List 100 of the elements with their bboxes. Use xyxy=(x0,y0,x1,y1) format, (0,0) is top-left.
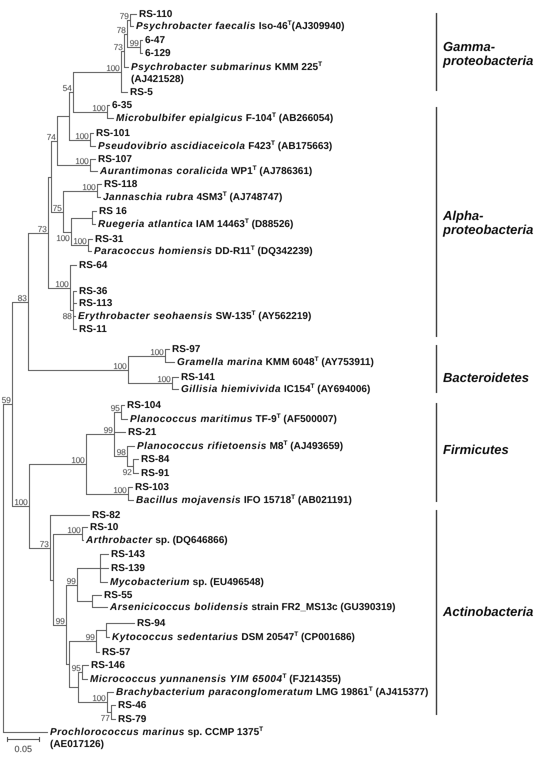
branch-line xyxy=(28,370,128,371)
branch-line xyxy=(166,362,176,363)
bootstrap-value: 99 xyxy=(104,426,112,434)
branch-line xyxy=(74,112,108,113)
branch-line xyxy=(92,224,96,225)
bootstrap-value: 74 xyxy=(46,132,56,140)
branch-line xyxy=(64,191,98,192)
branch-line xyxy=(70,641,96,642)
taxon-label: Jannaschia rubra 4SM3$^{T}$ (AJ748747) xyxy=(101,192,282,204)
branch-line xyxy=(82,665,90,666)
scale-label: 0.05 xyxy=(14,744,32,754)
taxon-label: RS 16 xyxy=(97,206,127,218)
clade-line xyxy=(3,404,4,733)
bootstrap-value: 77 xyxy=(100,714,110,722)
branch-line xyxy=(74,303,78,304)
branch-line xyxy=(122,419,128,420)
branch-line xyxy=(74,316,76,317)
clade-line xyxy=(78,672,79,703)
branch-line xyxy=(70,310,74,311)
branch-line xyxy=(82,679,88,680)
taxon-label: RS-84 xyxy=(139,454,170,466)
branch-line xyxy=(128,500,134,501)
taxon-label: Planococcus maritimus TF-9$^{T}$ (AF500007) xyxy=(128,414,337,426)
branch-line xyxy=(96,652,100,653)
branch-line xyxy=(66,664,70,665)
group-label: Gamma- proteobacteria xyxy=(443,40,534,68)
branch-line xyxy=(86,494,128,495)
branch-line xyxy=(28,233,48,234)
branch-line xyxy=(172,389,180,390)
taxon-label: Psychrobacter faecalis Iso-46$^{T}$(AJ309940) xyxy=(134,20,344,32)
branch-line xyxy=(90,171,98,172)
bootstrap-value: 100 xyxy=(92,104,106,112)
branch-line xyxy=(50,580,54,581)
branch-line xyxy=(66,585,78,586)
bootstrap-value: 100 xyxy=(92,694,106,702)
branch-line xyxy=(122,92,128,93)
taxon-label: RS-94 xyxy=(135,618,166,630)
taxon-label: RS-82 xyxy=(90,510,120,522)
branch-line xyxy=(112,705,116,706)
group-label: Actinobacteria xyxy=(443,605,534,619)
branch-line xyxy=(74,291,78,292)
branch-line xyxy=(72,245,88,246)
bootstrap-value: 99 xyxy=(66,576,76,584)
branch-line xyxy=(128,20,130,21)
bootstrap-value: 100 xyxy=(14,498,28,506)
bootstrap-value: 99 xyxy=(56,616,64,624)
taxon-label: RS-101 xyxy=(94,128,130,140)
branch-line xyxy=(140,53,144,54)
taxon-label: RS-146 xyxy=(89,660,125,672)
taxon-label: RS-104 xyxy=(125,400,161,412)
taxon-label: RS-11 xyxy=(77,324,107,336)
branch-line xyxy=(52,141,58,142)
branch-line xyxy=(70,92,74,93)
clade-line xyxy=(106,623,107,638)
branch-line xyxy=(78,568,100,569)
branch-line xyxy=(130,26,134,27)
bootstrap-value: 98 xyxy=(116,448,126,456)
taxon-label: 6-47 xyxy=(143,34,166,46)
branch-line xyxy=(108,105,110,106)
branch-line xyxy=(54,625,66,626)
bootstrap-value: 100 xyxy=(75,132,88,140)
bootstrap-value: 100 xyxy=(157,374,170,382)
branch-line xyxy=(86,434,114,435)
branch-line xyxy=(92,595,102,596)
branch-line xyxy=(124,34,128,35)
bootstrap-value: 73 xyxy=(114,42,122,50)
branch-line xyxy=(72,218,92,219)
branch-line xyxy=(74,72,122,73)
taxon-label: RS-110 xyxy=(137,8,172,20)
taxon-label: Aurantimonas coralicida WP1$^{T}$ (AJ786361) xyxy=(98,166,312,178)
taxon-label: Prochlorococcus marinus sp. CCMP 1375$^{T}$ (AE017126) xyxy=(48,726,280,750)
branch-line xyxy=(114,432,126,433)
branch-line xyxy=(128,383,172,384)
bootstrap-value: 59 xyxy=(2,396,10,404)
branch-line xyxy=(128,356,166,357)
clade-line xyxy=(53,534,54,626)
bootstrap-value: 83 xyxy=(18,294,26,302)
group-label: Firmicutes xyxy=(443,443,510,457)
branch-line xyxy=(106,623,136,624)
branch-line xyxy=(100,582,108,583)
branch-line xyxy=(58,165,90,166)
taxon-label: RS-143 xyxy=(109,548,145,560)
branch-line xyxy=(108,692,114,693)
branch-line xyxy=(30,464,86,465)
taxon-label: Paracoccus homiensis DD-R11$^{T}$ (DQ342239) xyxy=(92,246,313,258)
bootstrap-value: 75 xyxy=(52,204,62,212)
branch-line xyxy=(12,302,28,303)
branch-line xyxy=(128,446,136,447)
taxon-label: 6-35 xyxy=(110,100,132,112)
bootstrap-value: 100 xyxy=(150,348,164,356)
branch-line xyxy=(172,377,180,378)
branch-line xyxy=(90,159,96,160)
taxon-label: Gramella marina KMM 6048$^{T}$ (AY753911) xyxy=(175,356,374,368)
branch-line xyxy=(78,601,92,602)
taxon-label: RS-107 xyxy=(96,154,132,166)
branch-line xyxy=(92,607,108,608)
taxon-label: Arsenicicoccus bolidensis strain FR2_MS13c (GU390319) xyxy=(108,602,396,614)
branch-line xyxy=(88,251,92,252)
bootstrap-value: 100 xyxy=(106,64,120,72)
taxon-label: RS-103 xyxy=(133,482,169,494)
